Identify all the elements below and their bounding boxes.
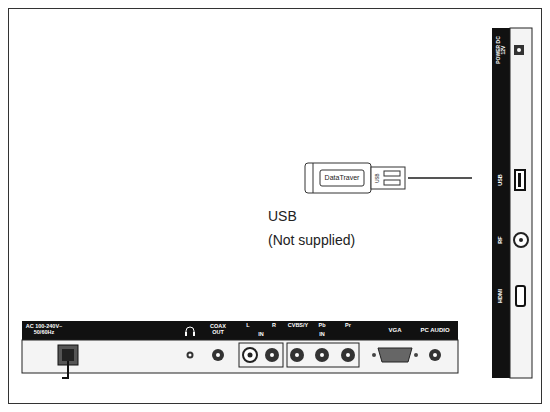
usb-port: [518, 173, 521, 187]
usb-stick-label-area: [320, 170, 364, 186]
coax-jack: [216, 353, 220, 357]
rca-jack-white: [243, 348, 257, 362]
hdmi-port: [516, 286, 525, 306]
headphone-jack: [187, 352, 194, 359]
dc-power-jack: [514, 45, 524, 55]
label-band: [22, 321, 458, 340]
usb-stick: DataTraver USB: [305, 163, 405, 193]
caption-text: USB: [268, 209, 297, 224]
port-label: RF: [498, 236, 504, 243]
port-label: Pb: [318, 323, 325, 329]
headphone-icon: [185, 332, 187, 336]
usb-stick-grip: [313, 163, 314, 193]
vga-port: [378, 348, 412, 362]
headphone-jack: [189, 354, 192, 357]
port-label: CVBS/Y: [288, 323, 308, 329]
rca-jack: [320, 353, 324, 357]
rca-jack-white: [248, 353, 253, 358]
audio-in-group: [239, 343, 283, 367]
port-label: AC 100-240V~ 50/60Hz: [24, 324, 64, 336]
usb-stick-plug: [371, 167, 405, 189]
port-label: VGA: [388, 327, 401, 333]
usb-plug-contact: [384, 180, 400, 185]
rca-jack: [346, 353, 350, 357]
headphone-icon: [186, 327, 194, 334]
side-connector-strip: [510, 28, 532, 378]
rf-jack: [514, 233, 528, 247]
usb-plug-contact: [384, 171, 400, 176]
pc-audio-jack: [429, 349, 441, 361]
port-label: USB: [498, 174, 504, 186]
headphone-icon: [193, 332, 195, 336]
plug-text: USB: [376, 173, 381, 182]
usb-port: [515, 170, 525, 190]
port-label: HDMI: [498, 289, 504, 303]
rca-jack: [341, 348, 355, 362]
coax-jack: [212, 349, 224, 361]
rca-jack-red: [270, 353, 274, 357]
caption-text: (Not supplied): [268, 233, 355, 248]
port-label: R: [272, 323, 276, 329]
ac-socket: [62, 349, 74, 361]
pc-audio-jack: [433, 353, 437, 357]
connector-strip: [22, 340, 458, 373]
side-label-band: [492, 28, 510, 378]
brand-text: DataTraver: [325, 174, 360, 181]
vga-screw: [414, 353, 418, 357]
rca-jack-red: [265, 348, 279, 362]
port-label: Pr: [345, 323, 351, 329]
rca-jack: [315, 348, 329, 362]
rca-jack: [295, 353, 299, 357]
frame: [9, 9, 542, 404]
power-cord: [62, 361, 68, 378]
dc-power-jack: [517, 48, 521, 52]
component-group: [287, 343, 359, 367]
rf-jack: [519, 238, 523, 242]
port-label: IN: [319, 332, 325, 338]
usb-stick-body: [305, 163, 371, 193]
rca-jack: [290, 348, 304, 362]
port-label: POWER DC 12V: [496, 35, 507, 65]
leader-line: [408, 177, 472, 179]
port-label: L: [246, 323, 249, 329]
vga-screw: [372, 353, 376, 357]
port-label: IN: [258, 332, 264, 338]
port-label: COAX OUT: [207, 324, 229, 336]
port-label: PC AUDIO: [420, 327, 449, 333]
